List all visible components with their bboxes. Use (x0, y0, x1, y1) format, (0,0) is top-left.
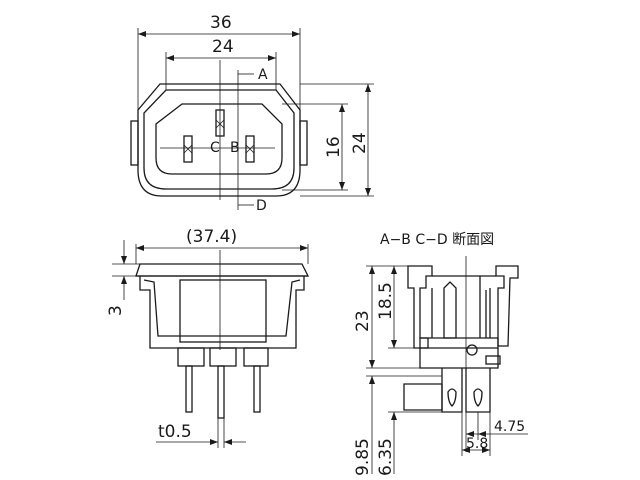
section-pin (443, 281, 457, 339)
front-view: A D C B 36 24 16 24 (130, 13, 374, 214)
section-base (419, 337, 499, 349)
side-terminal-block-left (177, 347, 205, 367)
dim-pin-length-a: 9.85 (353, 438, 373, 476)
dim-overall-width: 36 (210, 13, 232, 33)
side-pin-mid (217, 365, 225, 419)
front-pin-left (183, 135, 193, 163)
front-socket-outline (155, 103, 283, 175)
dim-inner-height: 16 (324, 136, 344, 158)
dim-pin-pitch: 5.8 (466, 436, 488, 452)
front-right-tab (299, 120, 308, 166)
dim-overall-height: 24 (350, 132, 370, 154)
side-terminal-block-mid (209, 347, 237, 367)
section-lower-block (419, 348, 499, 369)
section-label-a: A (258, 67, 268, 83)
front-pin-right (245, 135, 255, 163)
dim-flange-width: (37.4) (186, 227, 237, 247)
section-label-b: B (230, 140, 240, 156)
side-flange (135, 263, 310, 277)
dim-terminal-thickness: t0.5 (158, 422, 192, 442)
section-view: A−B C−D 断面図 (353, 232, 528, 476)
front-mid-outline (143, 89, 295, 190)
side-pin-left (185, 365, 193, 413)
dim-tab-width: 4.75 (494, 419, 525, 435)
dim-flange-thickness: 3 (106, 305, 126, 316)
dim-body-height: 18.5 (376, 282, 396, 320)
section-label-d: D (256, 198, 267, 214)
section-left-wall (407, 265, 433, 349)
front-left-tab (130, 120, 139, 166)
side-pin-right (253, 365, 261, 413)
section-view-title: A−B C−D 断面図 (380, 232, 494, 248)
side-view: (37.4) 3 t0.5 (106, 227, 310, 448)
side-body (139, 276, 305, 349)
section-right-wall (495, 265, 519, 347)
dim-inner-width: 24 (212, 37, 234, 57)
dim-pin-length-b: 6.35 (376, 438, 396, 476)
section-label-c: C (210, 140, 220, 156)
front-outer-outline (137, 83, 301, 197)
side-inner-window (179, 279, 267, 343)
side-terminal-block-right (243, 347, 269, 367)
dim-total-height: 23 (353, 310, 373, 332)
